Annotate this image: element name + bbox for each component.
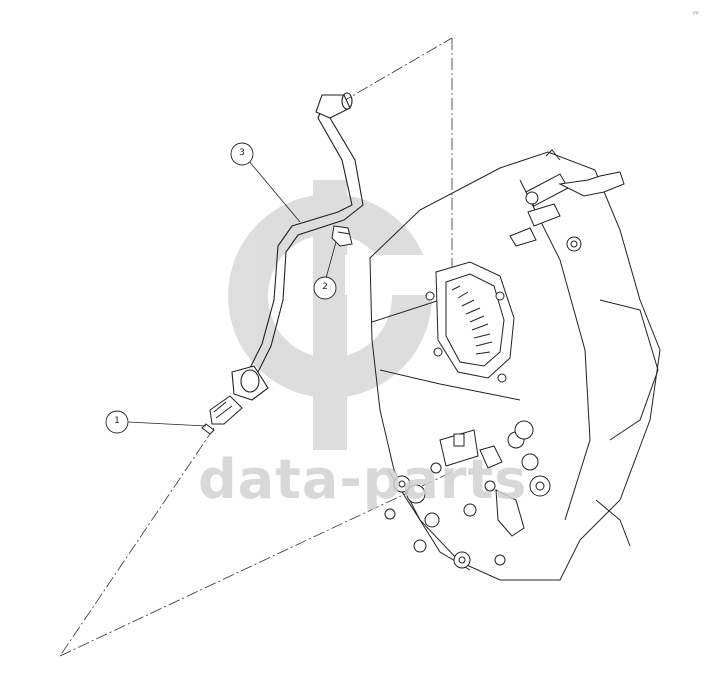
page-mark: ᵖᵖ xyxy=(693,10,699,18)
upper-fittings xyxy=(509,171,625,252)
watermark-logo xyxy=(228,180,440,450)
callout-circle-3 xyxy=(230,142,254,166)
gear-window xyxy=(425,261,515,383)
callout-label-1: 1 xyxy=(114,416,120,426)
callout-label-3: 3 xyxy=(239,148,245,158)
callout-circle-2 xyxy=(313,276,337,300)
centerlines xyxy=(59,37,453,657)
callout-circles xyxy=(105,142,337,434)
callout-circle-1 xyxy=(105,410,129,434)
clip xyxy=(331,225,353,247)
tube-assembly xyxy=(231,92,364,401)
fitting xyxy=(201,395,243,435)
callout-label-2: 2 xyxy=(322,282,328,292)
lower-components xyxy=(384,420,551,569)
leaders xyxy=(127,159,337,427)
